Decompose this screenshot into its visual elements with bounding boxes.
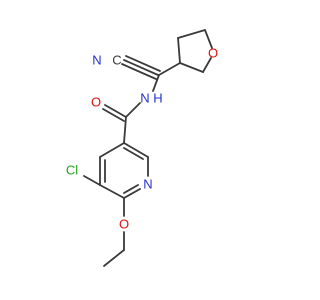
nitrile-triple-bond-1 (123, 59, 159, 76)
pyridine-bond-c2-c3 (123, 142, 149, 158)
amide-n-label: N (140, 91, 149, 106)
bond-ch-amide-n (152, 74, 160, 92)
pyridine-bond-c6-n (123, 188, 141, 199)
bonds (83, 29, 213, 267)
bond-c5-cl (83, 175, 101, 186)
pyridine-bond-c5-c6 (99, 184, 125, 199)
ether-o-label: O (119, 217, 129, 232)
nitrile-c-label: C (112, 53, 121, 68)
pyridine-n-label: N (143, 177, 152, 192)
nitrile-triple-bond-3 (121, 63, 157, 80)
pyridine-bond-c2-c3-inner (123, 147, 144, 160)
bond-ch2-ch3 (103, 249, 125, 267)
carbonyl-o-label: O (91, 95, 101, 110)
pyridine-bond-c3-c4 (99, 142, 125, 158)
pyridine-bond-c6-n-inner (123, 184, 139, 194)
bond-ch-oxolane (158, 62, 181, 76)
molecule-structure: N C O N H O N Cl O (66, 29, 218, 267)
nitrile-n-label: N (92, 53, 101, 68)
oxolane-bond-2 (177, 29, 206, 39)
amide-h-label: H (153, 91, 162, 106)
bond-carbonyl-ring (123, 116, 127, 144)
bond-amide-n-carbonyl (125, 102, 141, 118)
carbonyl-double-bond-1 (104, 104, 127, 118)
atom-labels: N C O N H O N Cl O (66, 46, 218, 232)
oxolane-o-label: O (208, 46, 218, 61)
chlorine-label: Cl (66, 163, 78, 178)
oxolane-bond-3 (204, 29, 213, 49)
oxolane-bond-4 (202, 57, 212, 73)
carbonyl-double-bond-2 (102, 108, 125, 122)
oxolane-bond-1 (177, 37, 181, 64)
oxolane-bond-5 (179, 62, 204, 73)
nitrile-triple-bond-2 (125, 55, 161, 72)
